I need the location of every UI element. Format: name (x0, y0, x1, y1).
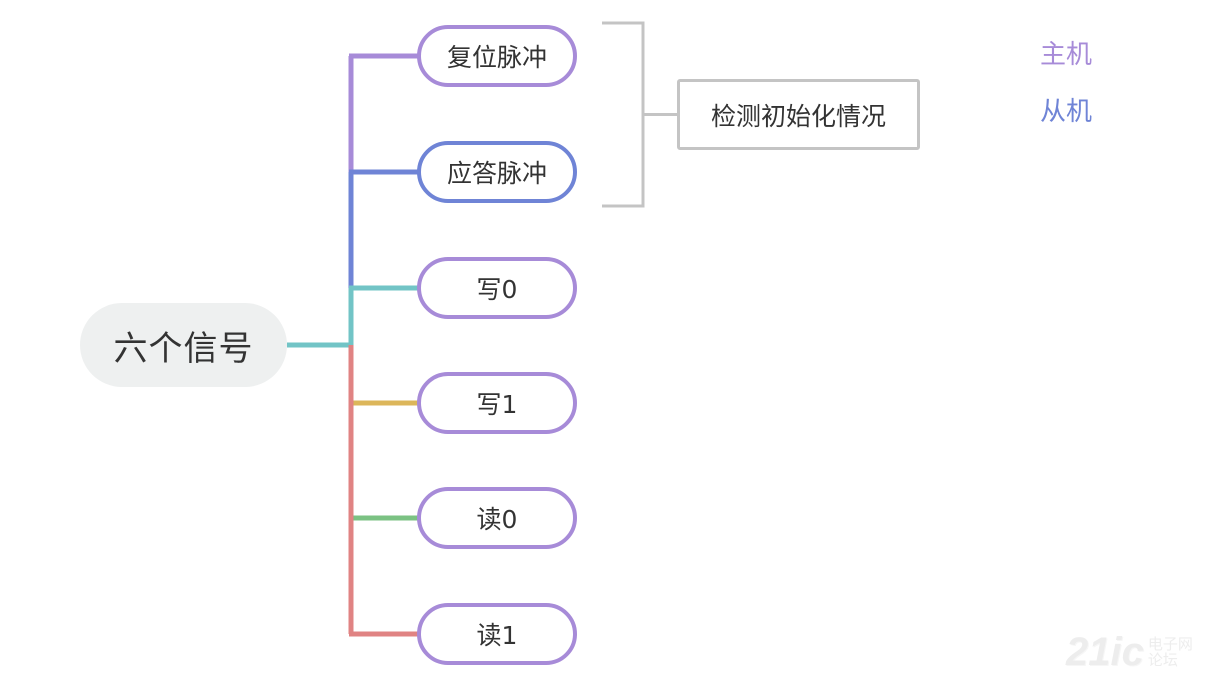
branch-label: 写1 (476, 390, 518, 419)
branch-label: 应答脉冲 (446, 159, 547, 188)
watermark-line-1: 电子网 (1147, 635, 1193, 653)
summary-label: 检测初始化情况 (710, 101, 886, 131)
summary-node[interactable]: 检测初始化情况 (677, 79, 920, 150)
branch-node-read0[interactable]: 读0 (417, 487, 577, 549)
watermark-line-2: 论坛 (1147, 651, 1178, 669)
branch-label: 复位脉冲 (446, 43, 547, 72)
legend-item-slave: 从机 (1040, 97, 1093, 127)
legend-item-master: 主机 (1040, 40, 1093, 70)
branch-label: 读1 (476, 621, 518, 650)
branch-node-read1[interactable]: 读1 (417, 603, 577, 665)
watermark-logo: 21ic (1066, 630, 1144, 674)
root-node[interactable]: 六个信号 (80, 303, 287, 387)
root-label: 六个信号 (113, 328, 254, 369)
branch-label: 读0 (476, 505, 518, 534)
branch-node-write0[interactable]: 写0 (417, 257, 577, 319)
branch-node-reset[interactable]: 复位脉冲 (417, 25, 577, 87)
branch-label: 写0 (476, 275, 518, 304)
site-watermark: 21ic 电子网 论坛 (1066, 632, 1193, 672)
branch-node-write1[interactable]: 写1 (417, 372, 577, 434)
branch-node-ack[interactable]: 应答脉冲 (417, 141, 577, 203)
watermark-text: 电子网 论坛 (1148, 636, 1193, 668)
